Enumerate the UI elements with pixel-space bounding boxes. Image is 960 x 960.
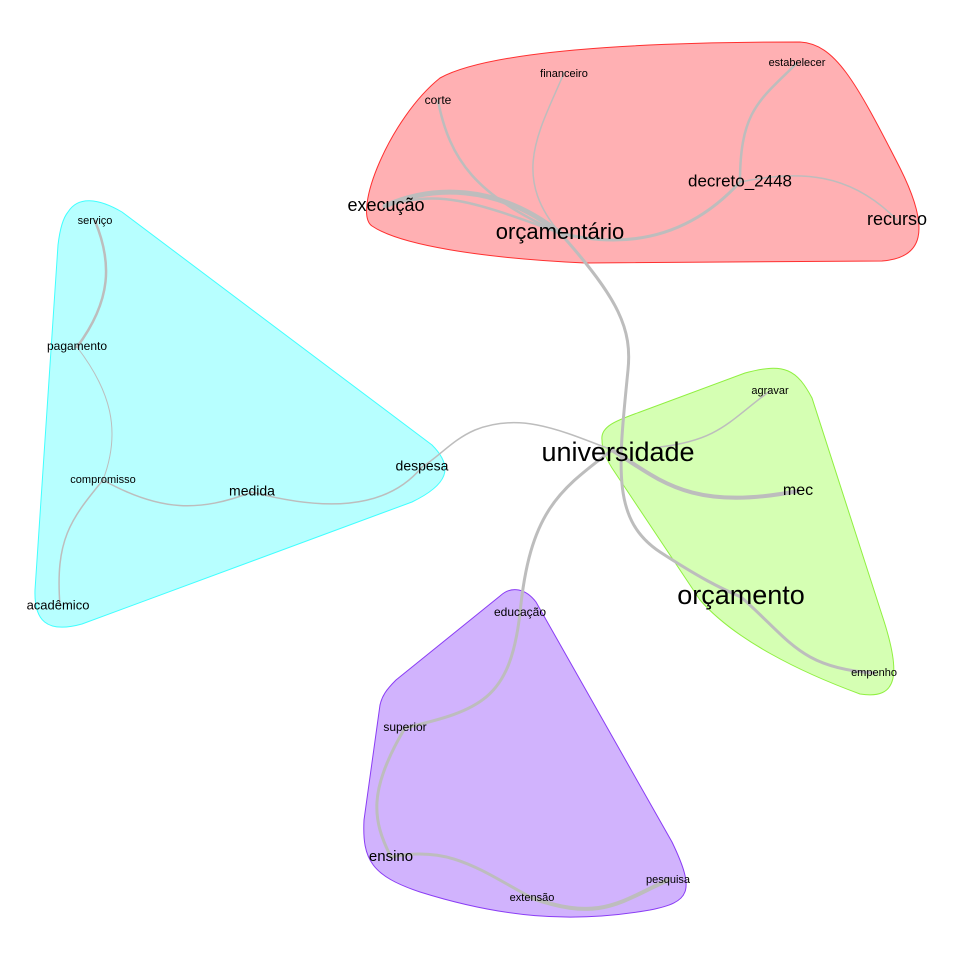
edge-educacao-superior [403,611,522,730]
cluster-hull-purple [363,589,687,918]
node-extensao[interactable]: extensão [510,892,555,904]
edge-compromisso-academico [58,479,104,607]
edge-financeiro-orcamentario [532,72,565,234]
edge-ensino-extensao [389,852,534,900]
edge-universidade-educacao [518,448,614,615]
edge-superior-ensino [375,726,407,859]
node-orcamento[interactable]: orçamento [677,580,805,610]
node-servico[interactable]: serviço [78,215,113,227]
node-pesquisa[interactable]: pesquisa [646,874,691,886]
node-universidade[interactable]: universidade [541,437,694,467]
edge-pagamento-compromisso [76,346,113,481]
node-medida[interactable]: medida [229,483,275,499]
edge-medida-despesa [251,466,423,505]
edge-execucao-orcamentario [382,189,563,236]
cluster-hull-red [366,41,920,264]
edge-orcamento-empenho [739,595,876,675]
node-agravar[interactable]: agravar [751,385,789,397]
edge-extensao-pesquisa [530,878,670,911]
node-academico[interactable]: acadêmico [27,597,90,612]
edge-servico-pagamento [75,219,108,349]
node-empenho[interactable]: empenho [851,667,897,679]
edge-decreto-estabelecer [738,61,799,184]
node-financeiro[interactable]: financeiro [540,68,588,80]
cluster-hull-cyan [34,200,446,628]
edge-orcamentario-orcamento [558,231,743,599]
node-decreto-2448[interactable]: decreto_2448 [688,171,792,190]
node-despesa[interactable]: despesa [396,458,449,474]
node-estabelecer[interactable]: estabelecer [769,57,826,69]
node-orcamentario[interactable]: orçamentário [496,219,624,244]
edge-universidade-agravar [659,390,771,448]
node-educacao[interactable]: educação [494,605,546,619]
edge-compromisso-medida [102,479,253,507]
cluster-hull-green [601,367,895,696]
edge-execucao-orcamentario-2 [383,197,562,235]
node-superior[interactable]: superior [383,720,426,734]
edge-universidade-despesa [421,421,613,468]
node-corte[interactable]: corte [425,93,452,107]
node-execucao[interactable]: execução [347,195,424,215]
node-pagamento[interactable]: pagamento [47,339,107,353]
node-mec[interactable]: mec [783,482,813,499]
node-recurso[interactable]: recurso [867,209,927,229]
edge-corte-orcamentario [436,99,562,235]
edge-decreto-recurso [739,175,898,221]
node-labels: orçamentário execução corte financeiro e… [27,57,927,904]
node-ensino[interactable]: ensino [369,848,413,865]
node-compromisso[interactable]: compromisso [70,474,135,486]
edges [58,61,898,911]
edge-universidade-mec [610,448,800,500]
edge-orcamentario-decreto [558,180,742,242]
